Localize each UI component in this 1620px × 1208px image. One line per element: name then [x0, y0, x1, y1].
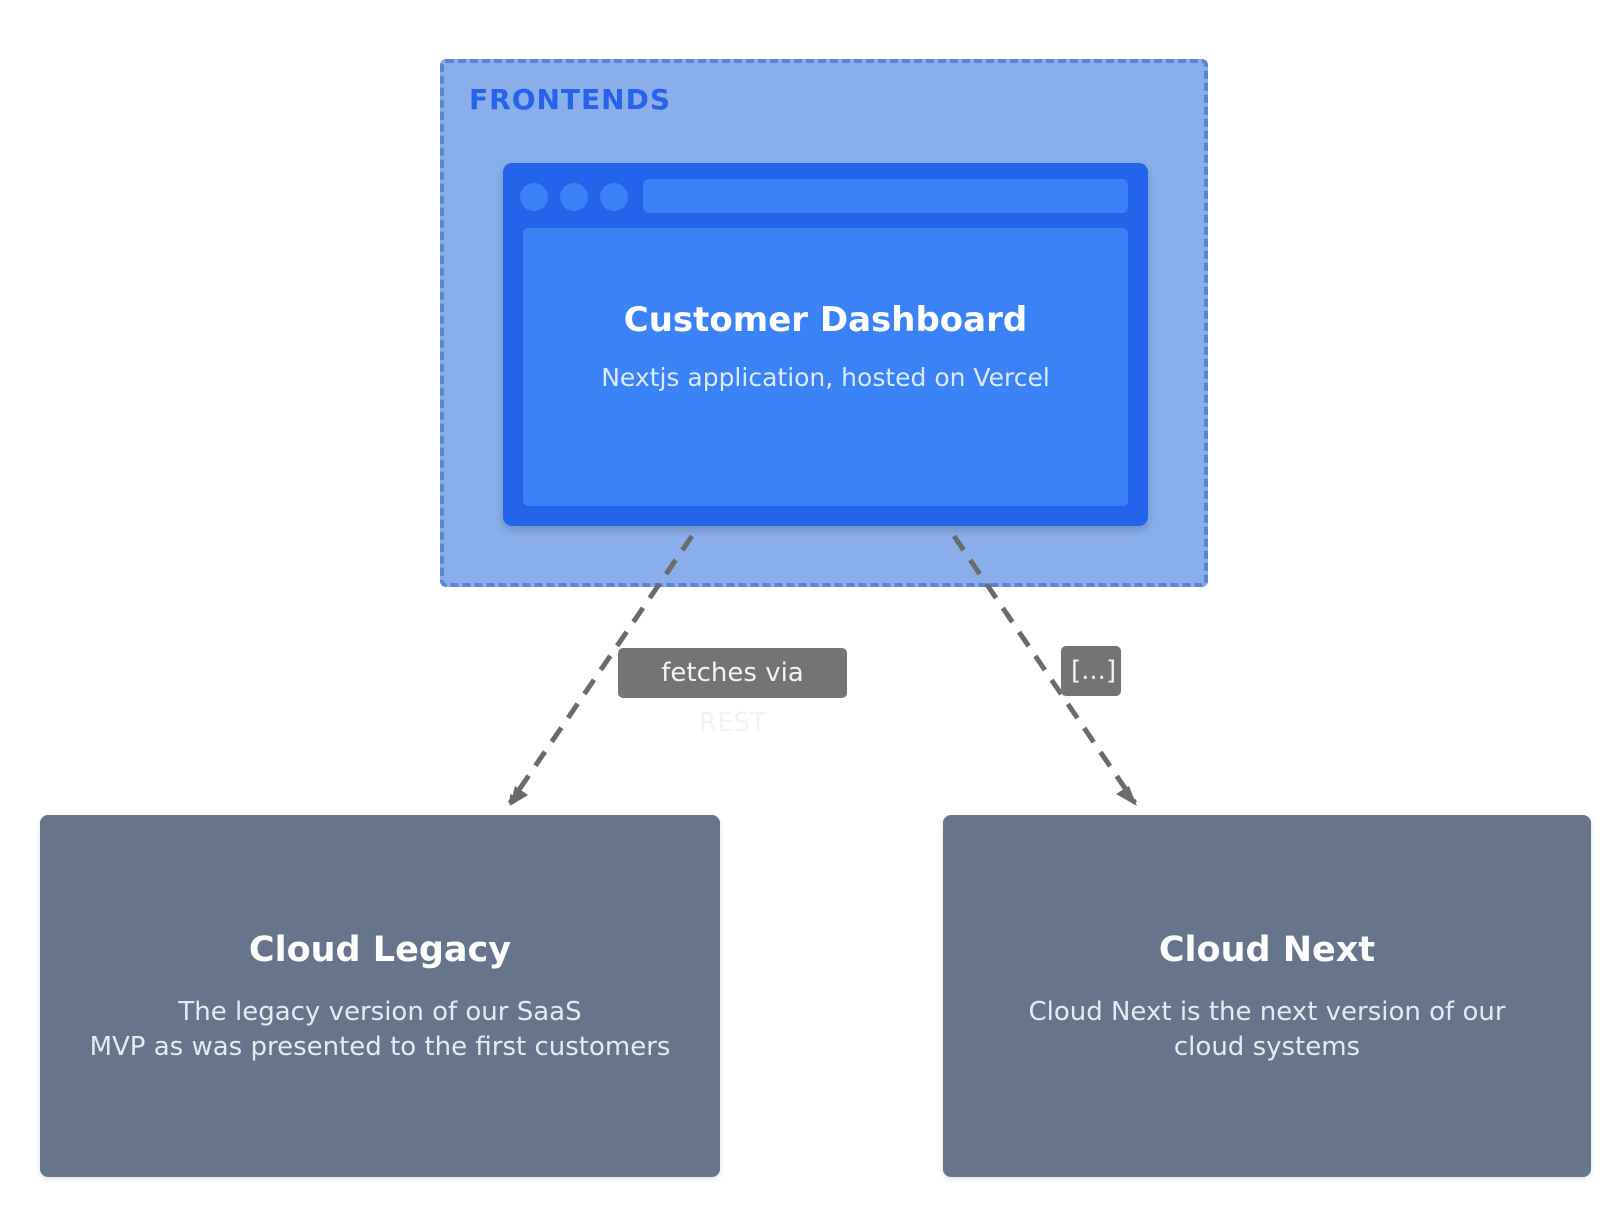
- browser-address-bar: [643, 179, 1128, 213]
- node-title: Customer Dashboard: [623, 300, 1028, 340]
- browser-dot-icon: [520, 183, 548, 211]
- browser-viewport: Customer Dashboard Nextjs application, h…: [523, 228, 1128, 506]
- edge-label-fetches: fetches via REST: [618, 648, 847, 738]
- browser-dot-icon: [600, 183, 628, 211]
- cloud-next-node[interactable]: Cloud Next Cloud Next is the next versio…: [943, 815, 1591, 1177]
- arrowhead-legacy-icon: [510, 786, 528, 806]
- customer-dashboard-node[interactable]: Customer Dashboard Nextjs application, h…: [503, 163, 1148, 526]
- arrowhead-next-icon: [1116, 786, 1137, 806]
- browser-dot-icon: [560, 183, 588, 211]
- group-label: FRONTENDS: [469, 83, 671, 116]
- edge-label-ellipsis: [...]: [1061, 646, 1121, 696]
- cloud-legacy-node[interactable]: Cloud Legacy The legacy version of our S…: [40, 815, 720, 1177]
- node-title: Cloud Legacy: [248, 930, 512, 970]
- node-description: Cloud Next is the next version of our cl…: [1028, 997, 1506, 1062]
- node-description: The legacy version of our SaaS MVP as wa…: [89, 997, 671, 1062]
- node-title: Cloud Next: [1158, 930, 1376, 970]
- node-description: Nextjs application, hosted on Vercel: [601, 363, 1050, 392]
